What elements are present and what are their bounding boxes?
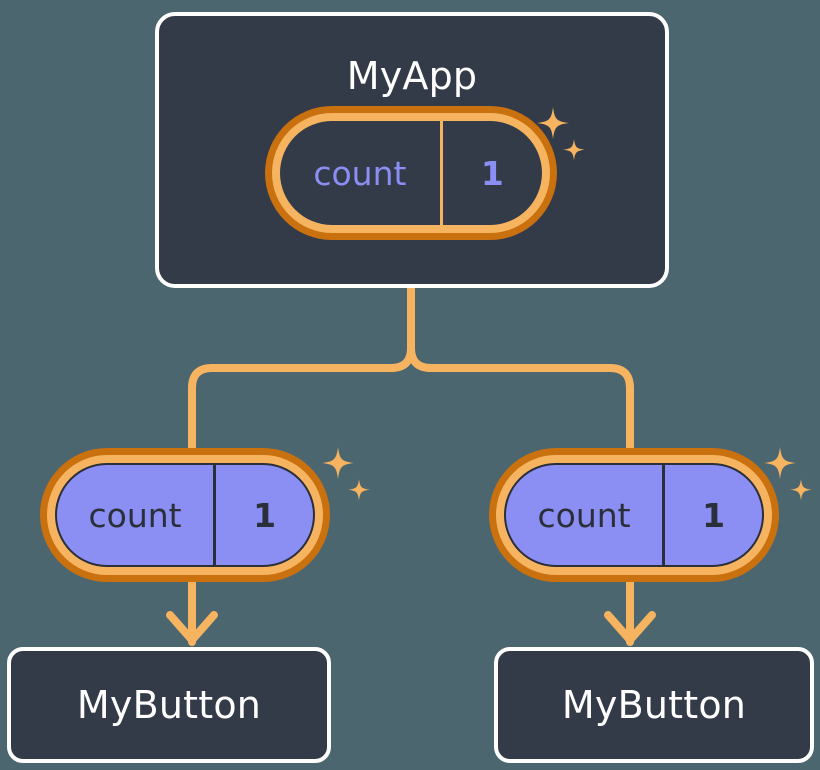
- state-pill-branch-left-value: 1: [213, 465, 313, 565]
- state-pill-branch-left-ring: count 1: [47, 455, 323, 575]
- state-pill-root-key: count: [313, 153, 407, 193]
- state-pill-branch-right-ring: count 1: [496, 455, 772, 575]
- state-pill-root-body: count 1: [280, 121, 542, 225]
- node-myapp-title: MyApp: [346, 54, 478, 98]
- state-pill-root[interactable]: count 1: [265, 106, 557, 240]
- state-pill-branch-left[interactable]: count 1: [40, 448, 330, 582]
- state-pill-branch-left-body: count 1: [55, 463, 315, 567]
- state-pill-root-ring: count 1: [272, 113, 550, 233]
- state-pill-branch-left-key: count: [88, 495, 182, 535]
- connector-arrow-right-head: [604, 611, 656, 644]
- state-pill-branch-right-value: 1: [662, 465, 762, 565]
- state-pill-root-value: 1: [439, 121, 542, 225]
- connector-branch-right: [407, 344, 634, 456]
- state-pill-branch-right-key: count: [537, 495, 631, 535]
- node-mybutton-right-title: MyButton: [561, 683, 747, 727]
- sparkle-small-icon: [348, 479, 370, 501]
- sparkle-small-icon: [790, 479, 812, 501]
- state-pill-branch-right-body: count 1: [504, 463, 764, 567]
- sparkle-large-icon: [764, 447, 796, 479]
- connector-branch-left: [188, 344, 415, 456]
- connector-arrow-left-head: [166, 611, 218, 644]
- state-pill-branch-right[interactable]: count 1: [489, 448, 779, 582]
- node-mybutton-left-title: MyButton: [76, 683, 262, 727]
- sparkle-large-icon: [322, 447, 354, 479]
- node-mybutton-right-card[interactable]: MyButton: [494, 647, 814, 763]
- node-mybutton-left-card[interactable]: MyButton: [7, 647, 331, 763]
